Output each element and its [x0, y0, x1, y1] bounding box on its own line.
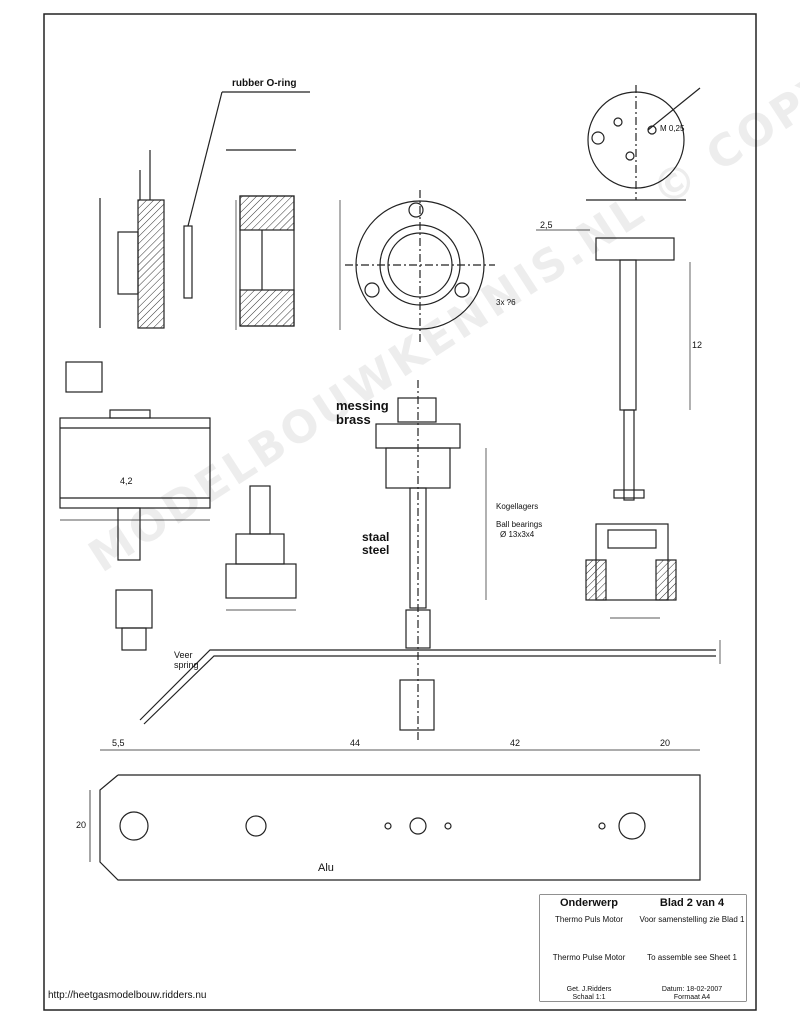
sheet-border — [43, 13, 757, 1011]
dim-bar-height: 20 — [76, 820, 87, 830]
label-ball-bearings: Ball bearings — [496, 520, 543, 529]
tb-blad: Blad 2 van 4 — [659, 897, 725, 909]
part-nut — [399, 679, 435, 731]
label-bearing-size: Ø 13x3x4 — [500, 530, 535, 539]
dim-bar-left: 5,5 — [112, 738, 125, 748]
part-disc — [587, 85, 701, 200]
part-brass-holder — [375, 380, 461, 740]
footer-url: http://heetgasmodelbouw.ridders.nu — [48, 990, 207, 1001]
tb-format: Formaat A4 — [673, 994, 711, 1001]
tb-name-nl: Thermo Puls Motor — [554, 915, 624, 924]
label-messing: messing — [336, 398, 389, 413]
part-flange-section — [99, 150, 165, 329]
dimension-lines — [60, 200, 721, 664]
dim-shaft-12: 12 — [692, 340, 703, 350]
part-flange-plate — [345, 190, 495, 345]
label-rubber-o-ring: rubber O-ring — [232, 78, 297, 89]
part-bearing-housing — [585, 523, 677, 601]
label-m-thread: M 0,25 — [660, 124, 685, 133]
part-piston — [225, 485, 297, 599]
part-drum — [59, 361, 211, 561]
tb-date: Datum: 18-02-2007 — [661, 986, 723, 993]
part-small-block — [115, 589, 153, 651]
part-spring-leaf — [139, 649, 716, 721]
tb-author: Get. J.Ridders — [566, 986, 612, 993]
dim-shaft-25: 2,5 — [540, 220, 553, 230]
part-shaft — [586, 199, 686, 501]
tb-name-en: Thermo Pulse Motor — [552, 953, 626, 962]
label-brass: brass — [336, 412, 371, 427]
label-staal: staal — [362, 530, 390, 544]
dim-bar-right: 20 — [660, 738, 671, 748]
label-spring: spring — [174, 660, 199, 670]
title-block: Onderwerp Blad 2 van 4 Thermo Puls Motor… — [540, 895, 746, 1001]
dim-bar-42: 42 — [510, 738, 521, 748]
part-alu-bar — [89, 749, 701, 881]
tb-assembly-nl: Voor samenstelling zie Blad 1 — [639, 915, 745, 924]
part-cap-section — [226, 149, 296, 327]
tb-onderwerp: Onderwerp — [559, 897, 619, 909]
label-steel: steel — [362, 543, 390, 557]
label-veer: Veer — [174, 650, 193, 660]
tb-assembly-en: To assemble see Sheet 1 — [647, 953, 737, 962]
part-o-ring — [183, 225, 193, 299]
dim-bar-44: 44 — [350, 738, 361, 748]
label-hole-note: 3x ?6 — [496, 298, 516, 307]
label-kogellagers: Kogellagers — [496, 502, 539, 511]
label-alu: Alu — [318, 862, 334, 874]
dim-drum-42: 4,2 — [120, 476, 133, 486]
tb-scale: Schaal 1:1 — [572, 994, 606, 1001]
